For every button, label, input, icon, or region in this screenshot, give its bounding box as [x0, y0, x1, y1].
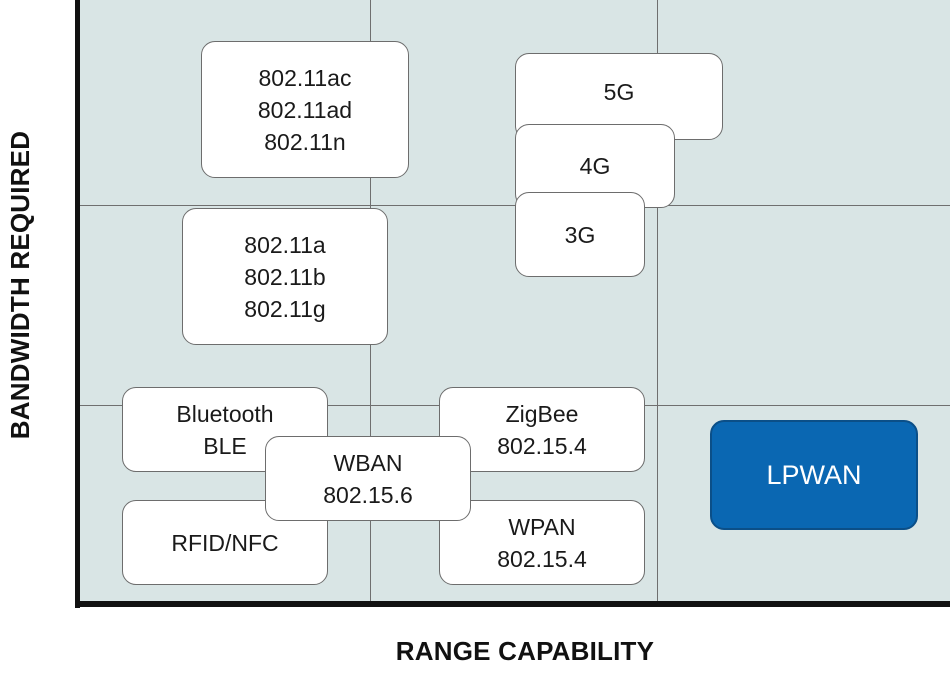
wifi-legacy-box: 802.11a 802.11b 802.11g: [182, 208, 388, 345]
grid-line-vertical-2: [657, 0, 658, 604]
wpan-box: WPAN 802.15.4: [439, 500, 645, 585]
lpwan-box: LPWAN: [710, 420, 918, 530]
wifi-high-box: 802.11ac 802.11ad 802.11n: [201, 41, 409, 178]
x-axis-label: RANGE CAPABILITY: [395, 636, 655, 666]
y-axis-label: BANDWIDTH REQUIRED: [5, 130, 35, 440]
cellular-3g-box: 3G: [515, 192, 645, 277]
x-axis-line: [75, 601, 950, 607]
y-axis-line: [75, 0, 80, 608]
wban-box: WBAN 802.15.6: [265, 436, 471, 521]
zigbee-box: ZigBee 802.15.4: [439, 387, 645, 472]
